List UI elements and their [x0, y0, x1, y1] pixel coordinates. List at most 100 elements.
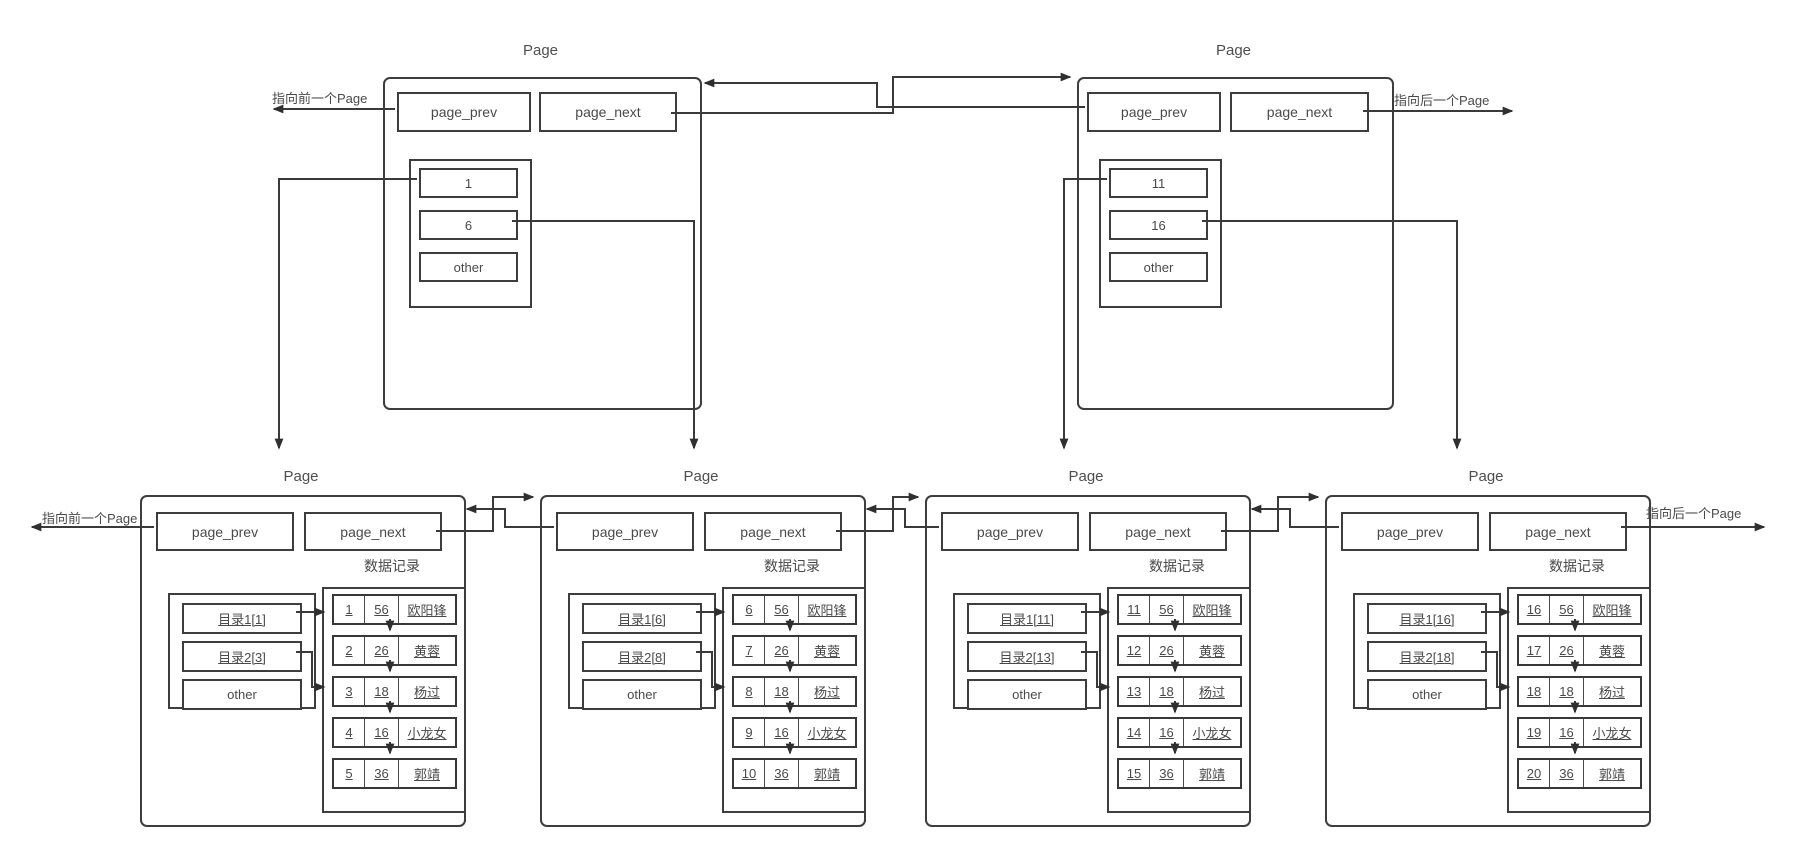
next-pointer-label-top: 指向后一个Page: [1394, 93, 1490, 108]
record-id: 14: [1119, 719, 1150, 746]
record-name: 小龙女: [1592, 726, 1632, 741]
record-name: 小龙女: [1192, 726, 1232, 741]
directory-entry: 目录2[13]: [967, 641, 1087, 672]
record-name: 小龙女: [807, 726, 847, 741]
page-next-field: page_next: [539, 92, 677, 132]
data-records-label: 数据记录: [1549, 558, 1605, 574]
record-value: 16: [1550, 719, 1584, 746]
page-title: Page: [683, 468, 719, 485]
leaf-page-2: page_prev page_next 数据记录 目录1[6] 目录2[8] o…: [540, 495, 866, 827]
record-value: 26: [765, 637, 799, 664]
record-id: 3: [334, 678, 365, 705]
record-name: 郭靖: [813, 767, 840, 782]
record-id: 16: [1519, 596, 1550, 623]
record-value: 56: [365, 596, 399, 623]
record-value: 16: [765, 719, 799, 746]
record-value: 26: [1150, 637, 1184, 664]
record-name: 杨过: [413, 685, 440, 700]
page-prev-field: page_prev: [556, 512, 694, 551]
record-id: 5: [334, 760, 365, 787]
leaf-page-1: page_prev page_next 数据记录 目录1[1] 目录2[3] o…: [140, 495, 466, 827]
directory-entry: 目录1[16]: [1367, 603, 1487, 634]
record-id: 10: [734, 760, 765, 787]
data-records-label: 数据记录: [764, 558, 820, 574]
record-id: 9: [734, 719, 765, 746]
directory-entry: other: [1367, 679, 1487, 710]
record-name: 欧阳锋: [407, 603, 447, 618]
record-name: 黄蓉: [413, 644, 440, 659]
record-value: 36: [365, 760, 399, 787]
record-value: 56: [1550, 596, 1584, 623]
record-id: 13: [1119, 678, 1150, 705]
branch-page-2: page_prev page_next 11 16 other: [1077, 77, 1394, 410]
data-records-label: 数据记录: [364, 558, 420, 574]
record-value: 36: [1150, 760, 1184, 787]
record-name: 郭靖: [1598, 767, 1625, 782]
record-name: 杨过: [1198, 685, 1225, 700]
record-value: 16: [1150, 719, 1184, 746]
page-next-field: page_next: [1089, 512, 1227, 551]
directory-entry: other: [967, 679, 1087, 710]
key-entry: 11: [1109, 168, 1208, 198]
page-prev-field: page_prev: [397, 92, 531, 132]
page-prev-field: page_prev: [156, 512, 294, 551]
record-name: 欧阳锋: [807, 603, 847, 618]
record-name: 欧阳锋: [1192, 603, 1232, 618]
data-records-label: 数据记录: [1149, 558, 1205, 574]
page-next-field: page_next: [304, 512, 442, 551]
directory-entry: 目录2[8]: [582, 641, 702, 672]
prev-pointer-label-top: 指向前一个Page: [272, 91, 368, 106]
page-prev-field: page_prev: [1341, 512, 1479, 551]
page-title: Page: [283, 468, 319, 485]
record-name: 黄蓉: [1198, 644, 1225, 659]
page-title: Page: [1468, 468, 1504, 485]
record-id: 1: [334, 596, 365, 623]
record-value: 26: [365, 637, 399, 664]
record-id: 8: [734, 678, 765, 705]
record-value: 26: [1550, 637, 1584, 664]
record-value: 56: [1150, 596, 1184, 623]
directory-entry: other: [582, 679, 702, 710]
record-id: 12: [1119, 637, 1150, 664]
record-id: 20: [1519, 760, 1550, 787]
page-prev-field: page_prev: [1087, 92, 1221, 132]
leaf-page-4: page_prev page_next 数据记录 目录1[16] 目录2[18]…: [1325, 495, 1651, 827]
record-value: 16: [365, 719, 399, 746]
record-id: 2: [334, 637, 365, 664]
record-id: 6: [734, 596, 765, 623]
record-name: 欧阳锋: [1592, 603, 1632, 618]
page-prev-field: page_prev: [941, 512, 1079, 551]
record-name: 郭靖: [1198, 767, 1225, 782]
record-name: 杨过: [813, 685, 840, 700]
record-id: 19: [1519, 719, 1550, 746]
directory-entry: 目录2[3]: [182, 641, 302, 672]
directory-entry: other: [182, 679, 302, 710]
key-entry: 1: [419, 168, 518, 198]
record-value: 56: [765, 596, 799, 623]
key-entry: 6: [419, 210, 518, 240]
record-value: 36: [765, 760, 799, 787]
page-title: Page: [522, 42, 559, 59]
record-id: 15: [1119, 760, 1150, 787]
record-value: 18: [765, 678, 799, 705]
record-name: 郭靖: [413, 767, 440, 782]
directory-entry: 目录1[1]: [182, 603, 302, 634]
record-value: 36: [1550, 760, 1584, 787]
